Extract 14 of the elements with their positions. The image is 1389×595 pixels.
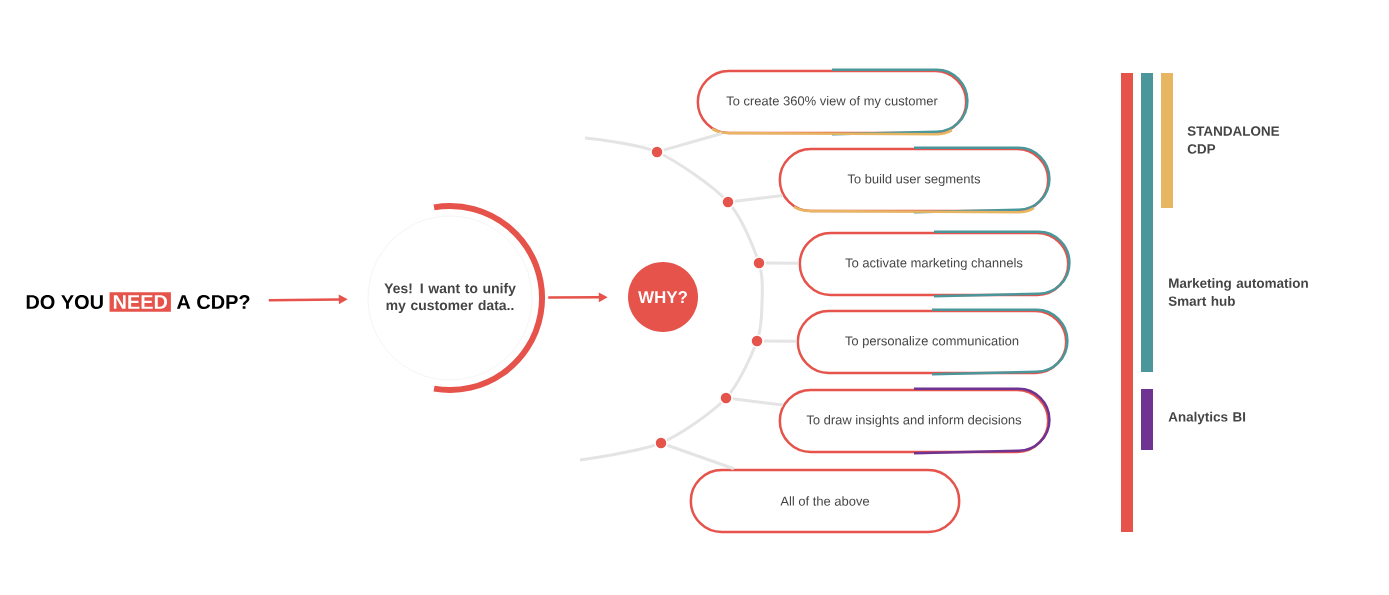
option-pill: To activate marketing channels [798,230,1071,298]
branch-line [666,443,735,471]
legend-label: STANDALONE CDP [1187,126,1280,154]
branch-line [732,397,784,407]
option-pill: To personalize communication [796,308,1069,376]
legend-label: Analytics BI [1168,411,1246,425]
legend-label: Marketing automation Smart hub [1168,278,1308,306]
branch-line [734,194,783,203]
title-text: DO YOU NEED A CDP? [26,292,250,312]
option-pill: To build user segments [778,146,1051,214]
option-pill: To draw insights and inform decisions [778,387,1051,455]
branch-line [663,132,723,152]
option-pill: All of the above [689,468,961,534]
option-pill: To create 360% view of my customer [696,68,969,136]
